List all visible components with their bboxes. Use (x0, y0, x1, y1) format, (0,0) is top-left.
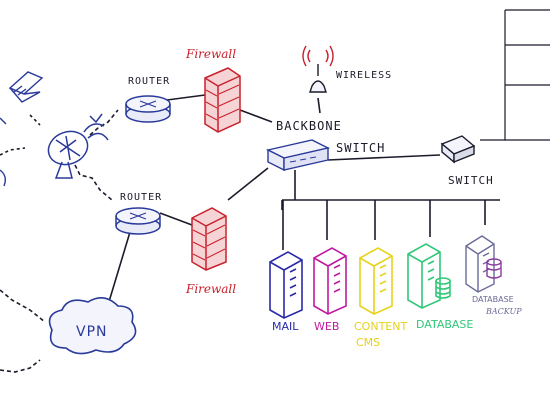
switch-label: SWITCH (448, 174, 494, 187)
content-label-line2: CMS (356, 336, 380, 349)
backbone-switch-icon (265, 139, 331, 172)
web-label: WEB (314, 320, 339, 333)
device-edge-icon (0, 117, 7, 187)
laptop-icon (8, 71, 44, 103)
firewall-bottom-icon (191, 207, 227, 271)
mail-label: MAIL (272, 320, 299, 333)
web-server-icon (313, 247, 347, 315)
connection-lines (0, 94, 500, 373)
building-outline (480, 9, 550, 141)
content-server-icon (359, 247, 393, 315)
firewall-bottom-label: Firewall (185, 282, 236, 296)
switch-icon (440, 135, 476, 164)
router-bottom-icon (115, 207, 161, 235)
router-top-icon (125, 95, 171, 123)
vpn-label: VPN (76, 324, 108, 340)
database-backup-server-icon (465, 235, 502, 293)
satellite-dish-icon (47, 113, 109, 179)
firewall-top-icon (204, 67, 241, 133)
mail-server-icon (269, 251, 303, 319)
wireless-ap-icon (302, 45, 334, 93)
firewall-top-label: Firewall (185, 47, 236, 61)
content-label-line1: CONTENT (354, 320, 407, 333)
database-backup-label-line2: BACKUP (485, 307, 522, 316)
database-server-icon (407, 243, 451, 309)
database-backup-label-line1: DATABASE (472, 295, 514, 304)
database-label: DATABASE (416, 318, 473, 331)
wireless-label: WIRELESS (336, 70, 392, 81)
router-top-label: ROUTER (128, 76, 170, 87)
backbone-label-line2: SWITCH (336, 141, 385, 155)
vpn-cloud-icon (48, 297, 137, 355)
router-bottom-label: ROUTER (120, 192, 162, 203)
backbone-label-line1: BACKBONE (276, 119, 342, 133)
